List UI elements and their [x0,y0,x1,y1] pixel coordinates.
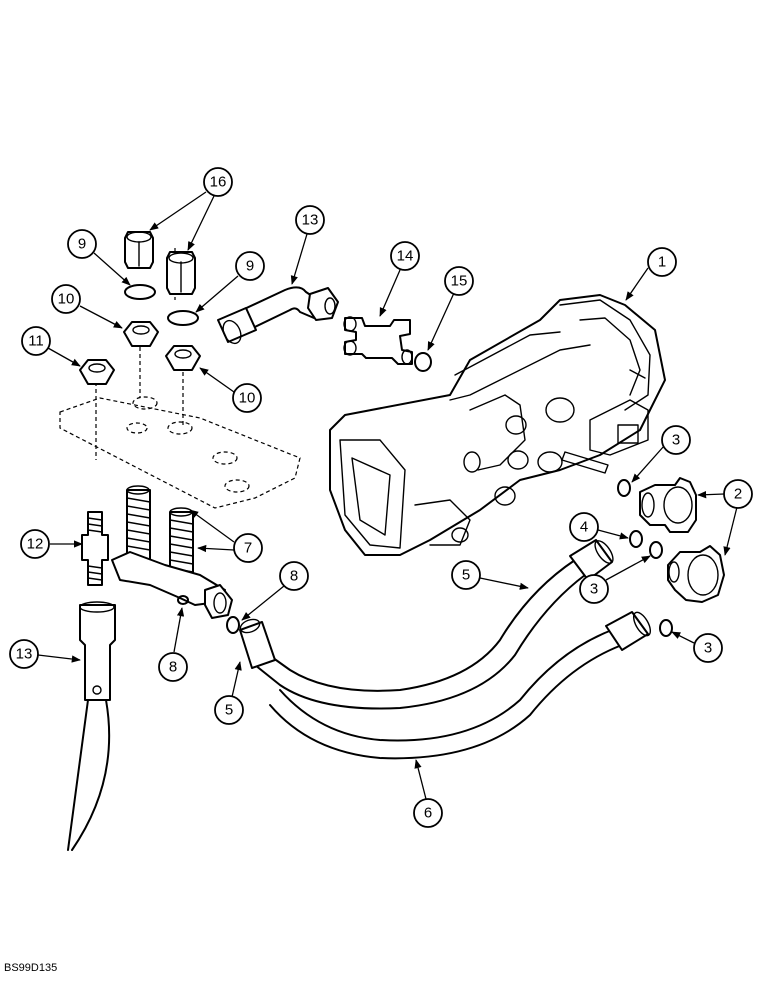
svg-text:5: 5 [462,567,470,584]
callout-8-right: 8 [241,561,309,621]
hose-5-upper [254,539,614,710]
callout-3-middle: 3 [579,555,651,604]
cap-16-right [166,251,196,295]
svg-text:2: 2 [734,486,742,503]
nut-10-upper [123,321,159,347]
svg-text:7: 7 [244,540,252,557]
svg-text:16: 16 [210,174,227,191]
svg-text:1: 1 [658,254,666,271]
callout-4: 4 [569,512,629,542]
elbow-fitting-2-upper [639,477,697,533]
o-ring-3-middle [649,541,663,559]
callout-6: 6 [413,759,443,828]
o-ring-4 [629,530,643,548]
callout-15: 15 [427,266,474,351]
svg-text:8: 8 [290,568,298,585]
callout-7: 7 [189,509,263,563]
callout-14: 14 [379,241,420,317]
svg-text:10: 10 [58,291,75,308]
svg-text:3: 3 [590,581,598,598]
svg-text:10: 10 [239,390,256,407]
o-ring-3-lower [659,619,673,637]
manifold-block-7 [111,551,233,619]
svg-text:14: 14 [397,248,414,265]
callout-11: 11 [21,326,81,367]
callout-9-right: 9 [195,251,265,313]
callout-2: 2 [697,479,753,556]
svg-text:6: 6 [424,805,432,822]
callout-10-lower: 10 [199,367,262,413]
svg-text:8: 8 [169,659,177,676]
callout-9-left: 9 [67,229,131,286]
o-ring-8-upper [226,616,240,634]
callout-8-left: 8 [158,607,188,682]
svg-text:5: 5 [225,702,233,719]
callout-3-lower: 3 [671,631,723,663]
callout-12: 12 [20,529,83,559]
hose-13-upper [217,286,339,345]
hydraulic-pump [329,294,666,556]
callout-5-left: 5 [214,661,244,725]
callout-1: 1 [625,247,677,301]
cap-16-left [124,231,154,269]
figure-code: BS99D135 [4,962,58,974]
nut-11 [79,359,115,385]
svg-text:13: 13 [302,212,319,229]
svg-text:3: 3 [672,432,680,449]
o-ring-3-upper [617,479,631,497]
adapter-7-left [126,485,151,561]
callout-13-lower: 13 [9,639,81,669]
elbow-fitting-2-lower [667,545,725,603]
nipple-12 [81,511,109,586]
hose-end-5-lower [239,618,276,669]
svg-text:9: 9 [78,236,86,253]
callout-10-upper: 10 [51,284,123,329]
o-ring-8-lower [177,595,189,605]
svg-text:15: 15 [451,273,468,290]
o-ring-9-left [124,284,156,300]
svg-text:11: 11 [28,333,44,350]
o-ring-9-right [167,310,199,326]
svg-text:4: 4 [580,519,588,536]
callout-5-right: 5 [451,560,529,590]
hose-6 [269,611,652,760]
callout-13-upper: 13 [290,205,325,285]
tee-fitting-14 [343,316,413,365]
svg-text:12: 12 [27,536,44,553]
svg-text:9: 9 [246,258,254,275]
callout-16: 16 [149,167,233,251]
svg-text:13: 13 [16,646,33,663]
o-ring-15 [414,352,432,372]
hose-13-lower [67,601,116,851]
svg-text:3: 3 [704,640,712,657]
nut-10-lower [165,345,201,371]
callout-3-upper: 3 [631,425,691,483]
